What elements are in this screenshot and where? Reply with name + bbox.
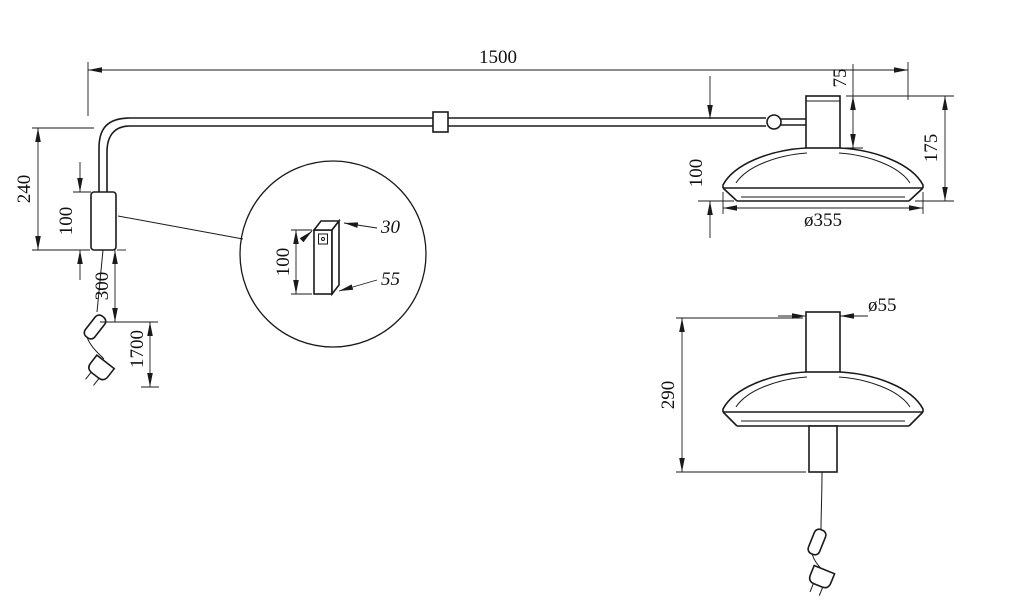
dimension-lines bbox=[32, 62, 954, 473]
cord-switch bbox=[83, 314, 107, 340]
detail-depth-label: 30 bbox=[380, 217, 401, 238]
cord-switch-2 bbox=[807, 528, 827, 556]
detail-hole bbox=[321, 237, 325, 241]
shade2-inner-right bbox=[838, 376, 911, 408]
wall-bracket bbox=[90, 191, 117, 251]
detail-side-face bbox=[331, 218, 340, 297]
tube-diameter-label: ø55 bbox=[868, 295, 897, 316]
plug-body bbox=[88, 354, 116, 381]
shade2-skirt-left bbox=[722, 411, 738, 427]
lamp-head-front-view bbox=[722, 311, 924, 596]
body-height-label: 290 bbox=[658, 381, 679, 410]
detail-view bbox=[117, 160, 427, 348]
plug2-body bbox=[808, 564, 836, 589]
mount-drop-label: 240 bbox=[14, 175, 35, 204]
plug2-pin-left bbox=[809, 583, 814, 593]
shade-diameter-label: ø355 bbox=[804, 210, 842, 231]
wall-mount bbox=[83, 191, 117, 386]
bracket-height-label: 100 bbox=[56, 207, 77, 236]
head-neck-height-label: 75 bbox=[830, 69, 851, 88]
shade-outline-right bbox=[839, 147, 924, 188]
dim-det55-leader bbox=[338, 279, 378, 292]
head-total-height-label: 175 bbox=[921, 134, 942, 163]
mains-plug bbox=[85, 354, 116, 386]
arm-pivot bbox=[766, 114, 782, 130]
shade-skirt-left bbox=[722, 187, 738, 202]
upper-tube bbox=[805, 311, 841, 373]
cord2-upper bbox=[820, 471, 823, 531]
cord-lower bbox=[86, 336, 105, 360]
cord-upper bbox=[96, 249, 104, 313]
cable-total-label: 1700 bbox=[127, 330, 148, 368]
shade-outline-left bbox=[722, 147, 807, 188]
shade-inner-left bbox=[735, 152, 808, 184]
shade-drop-label: 100 bbox=[686, 159, 707, 188]
cord-switch-2-body bbox=[807, 528, 827, 556]
dimension-labels: 1500 240 100 300 1700 100 30 55 75 175 1… bbox=[14, 47, 942, 409]
arm-elbow-inner bbox=[106, 125, 131, 192]
neck-tube bbox=[805, 95, 841, 149]
cord-segment-label: 300 bbox=[92, 272, 113, 301]
swing-arm bbox=[98, 111, 806, 192]
shade2-skirt-right bbox=[908, 411, 924, 427]
shade-skirt-right bbox=[908, 187, 924, 202]
arm-length-label: 1500 bbox=[479, 47, 517, 68]
detail-front-face bbox=[313, 229, 333, 295]
arm-collar bbox=[432, 111, 449, 133]
detail-leader bbox=[117, 215, 244, 240]
plug2-pin-right bbox=[818, 587, 824, 596]
dim-det30-arrow2 bbox=[299, 230, 313, 243]
mains-plug-2 bbox=[808, 564, 836, 596]
detail-circle bbox=[239, 160, 427, 348]
dim-det30-leader bbox=[343, 222, 378, 229]
detail-slot bbox=[318, 233, 328, 245]
shade2-inner-left bbox=[735, 376, 808, 408]
cord-switch-body bbox=[83, 314, 107, 340]
lamp-head-side-view bbox=[722, 95, 924, 202]
shade2-outline-left bbox=[722, 371, 807, 412]
shade2-outline-right bbox=[839, 371, 924, 412]
lower-tube bbox=[808, 425, 838, 473]
plug-pin-right bbox=[93, 378, 100, 386]
detail-width-label: 55 bbox=[381, 269, 400, 290]
plug-pin-left bbox=[85, 371, 92, 380]
shade-inner-right bbox=[838, 152, 911, 184]
arm-elbow-outer bbox=[98, 117, 131, 192]
detail-height-label: 100 bbox=[273, 248, 294, 277]
